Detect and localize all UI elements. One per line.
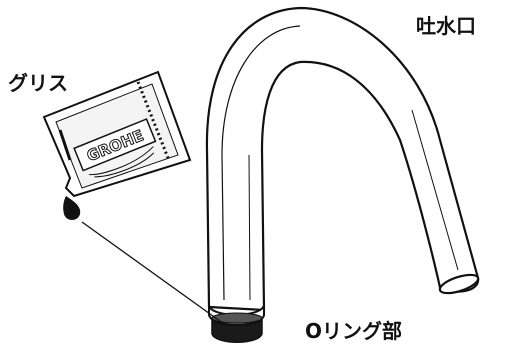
grease-drop <box>63 196 81 220</box>
grease-packet: GROHE <box>42 70 192 198</box>
grease-label: グリス <box>8 71 68 95</box>
spout-label: 吐水口 <box>416 14 476 38</box>
faucet-spout <box>205 6 480 312</box>
o-ring <box>211 312 263 343</box>
leader-line <box>81 221 225 325</box>
o-ring-label: Oリング部 <box>305 319 403 343</box>
